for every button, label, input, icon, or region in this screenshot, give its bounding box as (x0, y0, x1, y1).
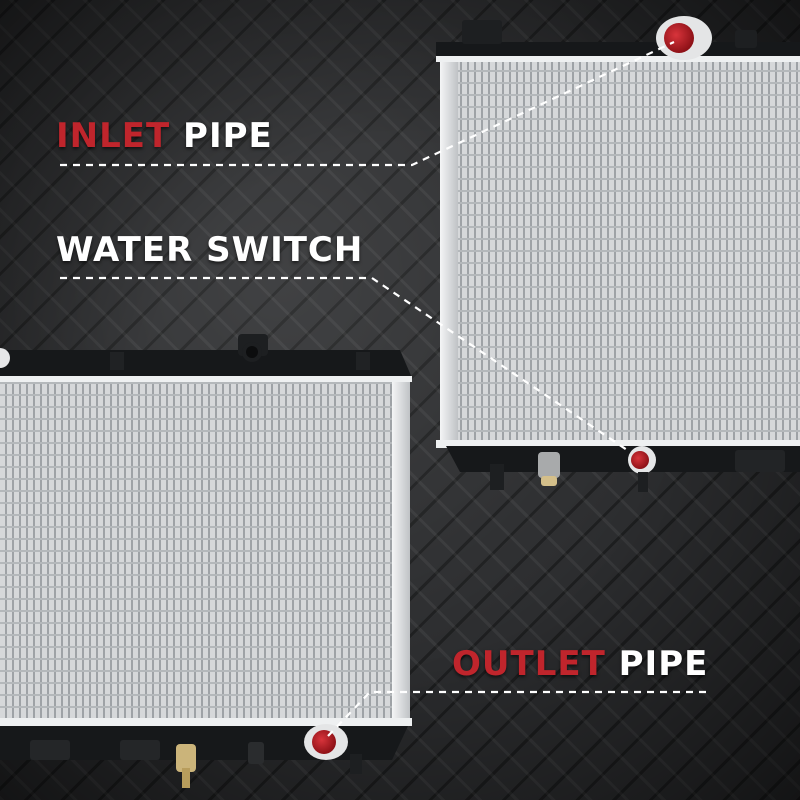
outlet-callout-rest: PIPE (618, 644, 709, 684)
lower-radiator-side-rail (392, 380, 410, 722)
upper-radiator-bottom-tank (446, 446, 800, 472)
upper-radiator (436, 16, 800, 492)
upper-tank-bracket (462, 20, 502, 44)
radiator-filler-neck (238, 334, 268, 362)
upper-radiator-core (440, 58, 800, 446)
callout-leader-lines (60, 41, 706, 737)
outlet-pipe-callout: OUTLET PIPE (452, 644, 708, 684)
upper-tank-clip (735, 30, 757, 48)
lower-radiator-top-tank (0, 350, 412, 378)
lower-radiator-bottom-tank (0, 726, 408, 760)
lower-radiator (0, 334, 412, 788)
drain-plug (176, 744, 196, 788)
inlet-pipe-fitting (656, 16, 712, 60)
upper-outlet-fitting (628, 446, 656, 492)
water-switch-leader-line (60, 276, 631, 453)
inlet-callout-accent: INLET (56, 116, 171, 156)
water-switch-fitting (538, 452, 560, 486)
lower-radiator-core (0, 380, 404, 722)
upper-radiator-side-rail (440, 58, 458, 446)
inlet-leader-line (60, 41, 675, 167)
inlet-callout-rest: PIPE (183, 116, 273, 156)
outlet-callout-accent: OUTLET (452, 644, 606, 684)
inlet-pipe-callout: INLET PIPE (56, 116, 273, 156)
water-switch-callout: WATER SWITCH (56, 230, 364, 270)
outlet-pipe-fitting (304, 724, 348, 760)
